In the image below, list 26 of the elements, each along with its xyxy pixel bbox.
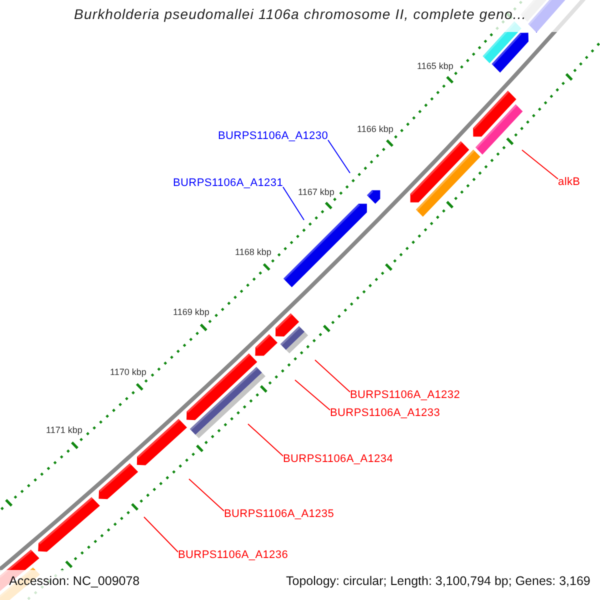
gene-label: BURPS1106A_A1232 bbox=[350, 389, 460, 402]
scale-label: 1170 kbp bbox=[110, 367, 146, 378]
gene-label: BURPS1106A_A1234 bbox=[283, 453, 394, 466]
leader-line bbox=[188, 478, 224, 512]
leader-line bbox=[522, 150, 558, 180]
leader-line bbox=[144, 516, 178, 552]
leader-line bbox=[314, 360, 350, 392]
leader-line bbox=[248, 424, 284, 456]
scale-label: 1167 kbp bbox=[298, 187, 334, 198]
gene-label: BURPS1106A_A1235 bbox=[224, 508, 334, 521]
gene-label: BURPS1106A_A1231 bbox=[173, 177, 284, 190]
scale-label: 1166 kbp bbox=[357, 124, 394, 135]
leader-line bbox=[328, 140, 350, 174]
gene-label: BURPS1106A_A1233 bbox=[330, 407, 440, 420]
leader-line bbox=[294, 380, 330, 410]
footer-text: Topology: circular; Length: 3,100,794 bp; Genes: 3,169 bbox=[286, 575, 590, 588]
footer-text: Accession: NC_009078 bbox=[9, 575, 140, 588]
gene-label: BURPS1106A_A1236 bbox=[178, 549, 288, 562]
scale-label: 1165 kbp bbox=[417, 61, 454, 72]
leader-line bbox=[282, 186, 304, 220]
scale-label: 1169 kbp bbox=[173, 307, 210, 318]
scale-label: 1171 kbp bbox=[46, 425, 82, 436]
title: Burkholderia pseudomallei 1106a chromosome II, complete geno... bbox=[74, 8, 526, 21]
gene-label: BURPS1106A_A1230 bbox=[218, 130, 328, 143]
gene-label: alkB bbox=[558, 176, 580, 189]
scale-label: 1168 kbp bbox=[235, 247, 272, 258]
